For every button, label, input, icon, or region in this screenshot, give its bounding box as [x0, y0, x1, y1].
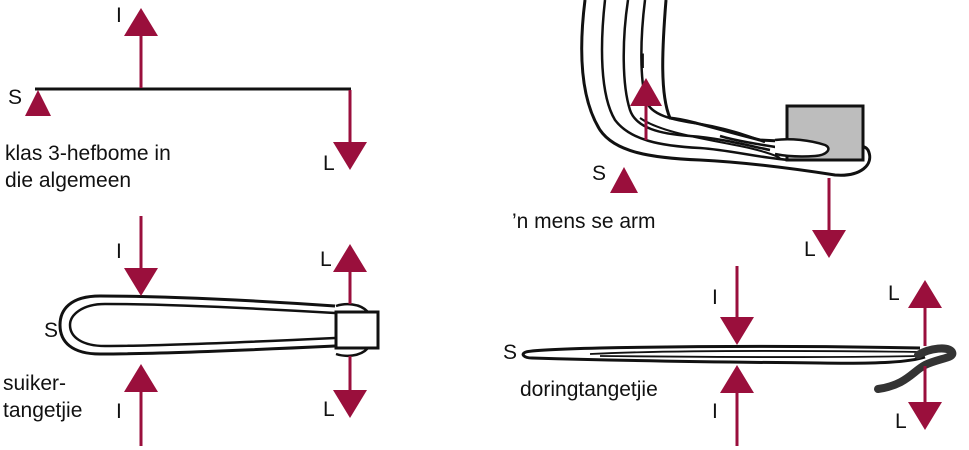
tongs-grip-outline [335, 302, 369, 358]
arm-outline-inner [600, 0, 806, 162]
bone-line-1 [622, 0, 771, 152]
load-top-arrow-head [333, 244, 367, 272]
caption: ’n mens se arm [512, 210, 656, 233]
tweezers-diagram: S I I L L doringtangetjie [503, 266, 957, 446]
effort-bottom-arrow-head [720, 365, 754, 393]
tweezers-inner-line [589, 350, 921, 359]
effort-label: I [116, 4, 122, 27]
hand-outline [774, 137, 830, 158]
fulcrum-label: S [44, 319, 58, 342]
effort-bottom-label: I [712, 400, 718, 423]
general-lever-diagram: S I L klas 3-hefbome in die algemeen [5, 4, 367, 192]
fulcrum-label: S [503, 341, 517, 364]
fulcrum-triangle [610, 167, 638, 193]
bone-line-3 [639, 117, 781, 159]
load-arrow-head [333, 142, 367, 170]
fulcrum-label: S [8, 86, 22, 109]
load-top-label: L [888, 282, 900, 305]
human-arm-diagram: S I L ’n mens se arm [512, 0, 872, 261]
load-label: L [804, 238, 816, 261]
thorn-shape [874, 344, 957, 393]
caption-line-1: klas 3-hefbome in [5, 142, 171, 165]
tongs-outer-outline [58, 294, 336, 356]
sugar-tongs-diagram: S I I L L suiker- tangetjie [3, 216, 380, 446]
load-label: L [323, 152, 335, 175]
effort-bottom-label: I [116, 400, 122, 423]
load-arrow-head [812, 230, 846, 258]
tweezers-outer-outline [521, 345, 926, 365]
load-top-label: L [320, 248, 332, 271]
caption-line-2: tangetjie [3, 399, 82, 422]
effort-arrow-head [124, 8, 158, 36]
effort-top-arrow-head [124, 268, 158, 296]
effort-arrow-head [630, 78, 662, 106]
tongs-grip-end [334, 310, 380, 350]
caption-line-1: suiker- [3, 372, 66, 395]
effort-top-label: I [712, 286, 718, 309]
load-bottom-label: L [895, 410, 907, 433]
caption-line-2: die algemeen [5, 169, 131, 192]
effort-top-arrow-head [720, 317, 754, 345]
load-top-arrow-head [908, 280, 942, 308]
load-bottom-arrow-head [333, 390, 367, 418]
caption: doringtangetjie [520, 378, 658, 401]
bone-line-2 [640, 0, 766, 144]
fulcrum-label: S [592, 162, 606, 185]
effort-bottom-arrow-head [124, 364, 158, 392]
load-bottom-label: L [323, 398, 335, 421]
effort-top-label: I [116, 240, 122, 263]
tongs-inner-outline [68, 302, 336, 348]
fulcrum-triangle [25, 90, 51, 116]
load-bottom-arrow-head [908, 402, 942, 430]
effort-label: I [640, 50, 646, 73]
